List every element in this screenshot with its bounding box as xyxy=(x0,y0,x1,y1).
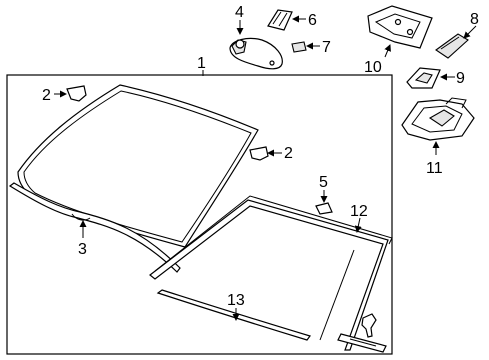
sensor-cover xyxy=(406,67,441,89)
leader-10 xyxy=(384,44,391,58)
glass-clip-upper xyxy=(66,85,87,102)
callout-13: 13 xyxy=(227,292,245,309)
label-plate xyxy=(337,333,387,353)
windshield-glass xyxy=(17,84,259,248)
callout-11: 11 xyxy=(426,160,443,177)
sensor-bracket-plate xyxy=(367,5,433,49)
callout-10: 10 xyxy=(364,59,382,76)
callout-9: 9 xyxy=(456,70,465,87)
camera-module xyxy=(435,33,469,59)
callout-1: 1 xyxy=(197,55,206,72)
leader-12 xyxy=(354,217,362,233)
leader-8 xyxy=(463,25,477,39)
callout-2-upper: 2 xyxy=(42,87,51,104)
glass-clip-right xyxy=(249,146,269,161)
callout-8: 8 xyxy=(470,11,479,28)
callout-5: 5 xyxy=(319,174,328,191)
rearview-mirror xyxy=(229,37,283,70)
assembly-frame xyxy=(6,74,393,355)
windshield-frame-molding xyxy=(149,195,393,351)
sensor-housing xyxy=(401,97,475,141)
callout-4: 4 xyxy=(235,4,244,21)
callout-12: 12 xyxy=(350,203,368,220)
callout-7: 7 xyxy=(322,39,331,56)
rain-sensor-pad xyxy=(315,202,333,215)
mirror-bracket xyxy=(267,9,293,31)
mirror-cover xyxy=(291,41,307,53)
callout-3: 3 xyxy=(78,241,87,258)
stud-fastener xyxy=(361,313,377,338)
lower-reveal-molding xyxy=(8,182,181,273)
callout-2-right: 2 xyxy=(284,145,293,162)
callout-6: 6 xyxy=(308,12,317,29)
